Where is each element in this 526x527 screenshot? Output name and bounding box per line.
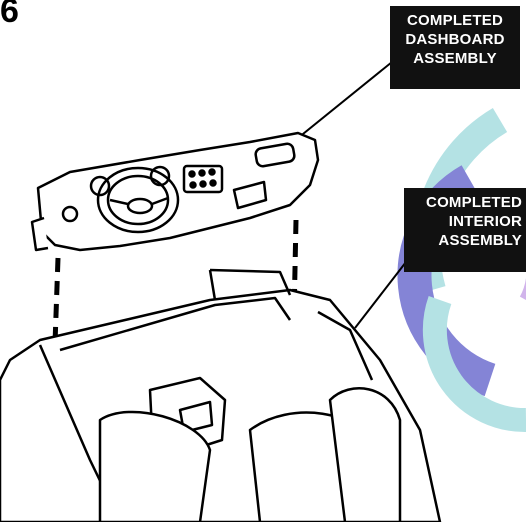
dashboard-label-line-1: COMPLETED: [396, 11, 514, 30]
dashboard-leader-line: [298, 62, 392, 138]
interior-label-line-2: INTERIOR: [410, 212, 522, 231]
interior-leader-line: [355, 262, 406, 328]
dashboard-assembly-label: COMPLETED DASHBOARD ASSEMBLY: [390, 6, 520, 89]
interior-label-line-3: ASSEMBLY: [410, 231, 522, 250]
interior-label-line-1: COMPLETED: [410, 193, 522, 212]
interior-assembly: [0, 270, 440, 522]
step-number: 6: [0, 0, 19, 30]
dashboard-label-line-2: DASHBOARD: [396, 30, 514, 49]
dashboard-label-line-3: ASSEMBLY: [396, 49, 514, 68]
dashboard-assembly: [32, 133, 318, 250]
interior-assembly-label: COMPLETED INTERIOR ASSEMBLY: [404, 188, 526, 272]
